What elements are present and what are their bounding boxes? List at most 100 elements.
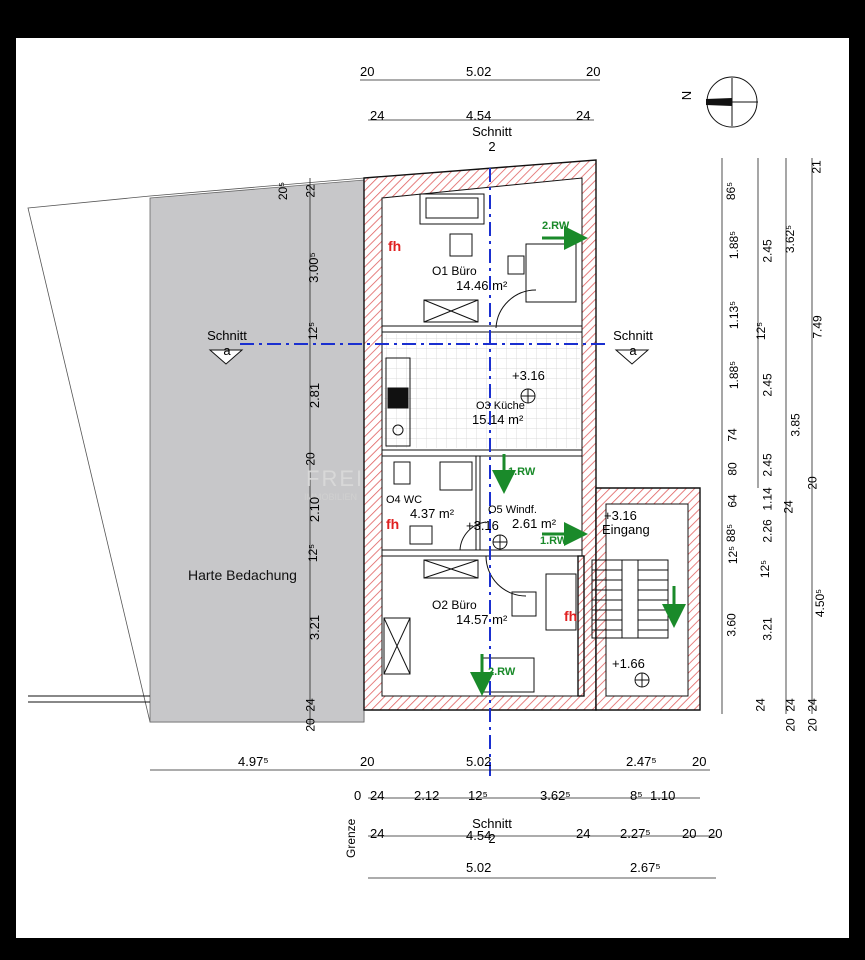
north-arrow	[706, 76, 758, 128]
level-windfang: +3.16	[466, 518, 499, 533]
dim-r4-2: 7.49	[810, 315, 825, 339]
dim-b2-2: 24	[370, 788, 385, 803]
dim-left-1: 20⁵	[276, 181, 291, 201]
dim-b4-1: 5.02	[466, 860, 492, 875]
dim-r1-6: 74	[725, 428, 740, 442]
dim-top-2b: 4.54	[466, 108, 492, 123]
room-o5-area: 2.61 m²	[512, 516, 557, 531]
room-o5: O5 Windf. 2.61 m²	[488, 504, 556, 531]
fire-marker-o1: fh	[388, 238, 402, 254]
dim-r1-3: 1.13⁵	[727, 300, 742, 330]
dim-r1-12: 24	[753, 698, 768, 712]
section-top-label: Schnitt	[472, 124, 512, 139]
room-o4: O4 WC 4.37 m²	[386, 494, 454, 521]
dim-r2-9: 20	[783, 718, 798, 732]
room-o2-area: 14.57 m²	[456, 612, 508, 627]
section-left-mark: Schnitt a	[202, 328, 252, 358]
section-top-mark: Schnitt 2	[464, 124, 520, 154]
escape-route-label-4: 2.RW	[488, 666, 516, 678]
dim-r2-8: 24	[783, 698, 798, 712]
dim-left-3: 3.00⁵	[305, 252, 321, 283]
dim-top-1c: 20	[586, 64, 601, 79]
roof-label: Harte Bedachung	[188, 567, 297, 583]
entrance-label: Eingang	[602, 522, 650, 537]
dim-left-6: 20	[303, 452, 318, 466]
dim-left-4: 12⁵	[306, 321, 321, 341]
hard-roof-area: Harte Bedachung	[27, 177, 365, 723]
dim-b1-4: 2.47⁵	[626, 754, 657, 769]
section-right-letter: a	[629, 343, 637, 358]
dim-b2-6: 8⁵	[630, 788, 643, 803]
room-o1-area: 14.46 m²	[456, 278, 508, 293]
room-o3-name: O3 Küche	[476, 400, 525, 412]
dim-left-9: 3.21	[307, 614, 323, 641]
room-o3: O3 Küche 15.14 m²	[472, 400, 525, 427]
dim-b3-3: 24	[576, 826, 591, 841]
dim-r1-4: 12⁵	[754, 321, 769, 341]
north-label: N	[679, 90, 695, 101]
dim-r2-6: 12⁵	[758, 559, 773, 579]
dim-left-2: 22	[303, 184, 318, 198]
dim-r1-9: 88⁵	[724, 523, 739, 543]
dim-r2-4: 2.26	[760, 519, 775, 543]
dim-r1-1: 86⁵	[724, 181, 739, 201]
dim-left-5: 2.81	[307, 382, 323, 409]
dim-left-7: 2.10	[307, 496, 323, 523]
furniture	[383, 193, 669, 693]
dim-r2-3: 2.45	[760, 453, 775, 477]
section-bottom-mark: Schnitt 2	[464, 816, 520, 846]
floor-plan-sheet: Harte Bedachung	[16, 38, 849, 938]
dim-r3-6: 24	[805, 698, 820, 712]
dimension-lines	[150, 79, 813, 879]
level-markers	[492, 388, 650, 688]
room-o3-area: 15.14 m²	[472, 412, 524, 427]
dim-b4-2: 2.67⁵	[630, 860, 661, 875]
dim-b2-1: 0	[354, 788, 362, 803]
dim-b2-7: 1.10	[650, 788, 676, 803]
dim-top-2c: 24	[576, 108, 591, 123]
dim-r1-7: 80	[725, 462, 740, 476]
dim-r3-1: 3.62⁵	[783, 224, 798, 254]
level-entrance: +3.16	[604, 508, 637, 523]
section-left-letter: a	[223, 343, 231, 358]
section-axes	[208, 168, 650, 778]
dim-r2-2: 2.45	[760, 373, 775, 397]
dim-b1-2: 20	[360, 754, 375, 769]
section-top-letter: 2	[488, 139, 496, 154]
dim-left-11: 20	[303, 718, 318, 732]
dim-top-2a: 24	[370, 108, 385, 123]
dim-b1-1: 4.97⁵	[238, 754, 269, 769]
room-o2-name: O2 Büro	[432, 598, 477, 612]
dim-b2-3: 2.12	[414, 788, 440, 803]
room-o2: O2 Büro 14.57 m²	[432, 598, 507, 627]
room-o5-name: O5 Windf.	[488, 504, 537, 516]
dim-r3-5: 4.50⁵	[813, 588, 828, 618]
dim-b1-5: 20	[692, 754, 707, 769]
floor-plan-drawing: Harte Bedachung	[27, 76, 813, 879]
dim-b2-4: 12⁵	[468, 788, 488, 803]
dim-b3-1: 24	[370, 826, 385, 841]
escape-route-label-1: 2.RW	[542, 220, 570, 232]
plan-labels: Schnitt 2 Schnitt 2 Schnitt a Schnitt a …	[16, 38, 849, 938]
dim-top-1a: 20	[360, 64, 375, 79]
level-kitchen: +3.16	[512, 368, 545, 383]
room-o1-name: O1 Büro	[432, 264, 477, 278]
section-left-label: Schnitt	[207, 328, 247, 343]
section-right-label: Schnitt	[613, 328, 653, 343]
dim-r3-7: 20	[805, 718, 820, 732]
escape-route-label-2: 1.RW	[508, 466, 536, 478]
room-o4-area: 4.37 m²	[410, 506, 455, 521]
dim-r1-8: 64	[725, 494, 740, 508]
fire-marker-o2: fh	[564, 608, 578, 624]
dim-left-10: 24	[303, 698, 318, 712]
dim-r4-1: 21	[809, 160, 824, 174]
level-stair: +1.66	[612, 656, 645, 671]
dim-b3-5: 20	[682, 826, 697, 841]
dim-r2-1: 2.45	[760, 239, 775, 263]
escape-route-arrows	[470, 226, 686, 696]
watermark: FREI	[306, 466, 364, 491]
dim-top-1b: 5.02	[466, 64, 492, 79]
boundary-label: Grenze	[344, 818, 358, 858]
dim-r1-5: 1.88⁵	[727, 360, 742, 390]
dim-r3-3: 20	[805, 476, 820, 490]
